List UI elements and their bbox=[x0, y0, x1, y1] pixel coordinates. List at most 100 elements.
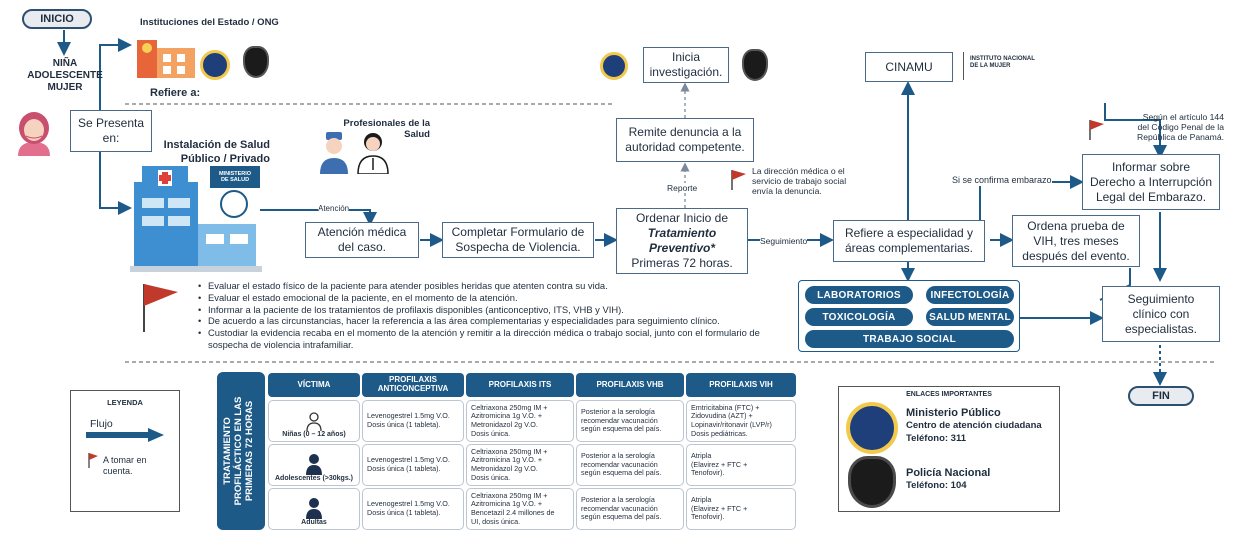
start-label: INICIO bbox=[40, 13, 74, 25]
vih-cell: Atripla (Elavirez + FTC + Tenofovir). bbox=[686, 444, 796, 486]
article-note: Según el artículo 144 del Código Penal d… bbox=[1137, 112, 1224, 143]
instruction-item: De acuerdo a las circunstancias, hacer l… bbox=[198, 315, 788, 327]
victim-label: Adultas bbox=[301, 519, 327, 526]
institute-label: INSTITUTO NACIONAL DE LA MUJER bbox=[970, 56, 1035, 70]
contraceptive-cell: Levenogestrel 1.5mg V.O. Dosis única (1 … bbox=[362, 444, 464, 486]
doctor-icon bbox=[357, 133, 389, 174]
hiv-test-box: Ordena prueba de VIH, tres meses después… bbox=[1012, 215, 1140, 267]
header-vih: PROFILAXIS VIH bbox=[686, 373, 796, 397]
pn-name: Policía Nacional bbox=[906, 467, 991, 479]
cinamu-text: CINAMU bbox=[885, 59, 933, 74]
header-victim: VÍCTIMA bbox=[268, 373, 360, 397]
denounce-box: Remite denuncia a la autoridad competent… bbox=[616, 118, 754, 162]
legend-flow-label: Flujo bbox=[90, 418, 113, 430]
mp-phone: Teléfono: 311 bbox=[906, 433, 967, 444]
victim-cell: Adolescentes (>30kgs.) bbox=[268, 444, 360, 486]
cinamu-box: CINAMU bbox=[865, 52, 953, 82]
inform-rights-box: Informar sobre Derecho a Interrupción Le… bbox=[1082, 154, 1220, 210]
area-toxicologia: TOXICOLOGÍA bbox=[805, 308, 913, 326]
area-trabajo-social: TRABAJO SOCIAL bbox=[805, 330, 1014, 348]
attention-box-text: Atención médica del caso. bbox=[317, 225, 407, 254]
child-icon bbox=[306, 412, 322, 431]
victim-cell: Adultas bbox=[268, 488, 360, 530]
presents-box: Se Presenta en: bbox=[70, 110, 152, 152]
policia-nacional-seal-icon bbox=[243, 46, 269, 78]
order-line1: Ordenar Inicio de bbox=[635, 211, 729, 225]
followup-connector-label: Seguimiento bbox=[760, 236, 808, 247]
pn-seal-icon bbox=[848, 456, 896, 508]
vhb-cell: Posterior a la serología recomendar vacu… bbox=[576, 400, 684, 442]
attention-box: Atención médica del caso. bbox=[305, 222, 419, 258]
clinical-followup-text: Seguimiento clínico con especialistas. bbox=[1124, 291, 1198, 336]
vhb-cell: Posterior a la serología recomendar vacu… bbox=[576, 488, 684, 530]
investigation-text: Inicia investigación. bbox=[649, 50, 723, 79]
inform-rights-text: Informar sobre Derecho a Interrupción Le… bbox=[1089, 159, 1213, 204]
denounce-text: Remite denuncia a la autoridad competent… bbox=[625, 125, 745, 154]
ministerio-publico-seal-icon bbox=[200, 50, 230, 80]
legend-box bbox=[70, 390, 180, 512]
legend-arrow-icon bbox=[86, 428, 164, 442]
hiv-test-text: Ordena prueba de VIH, tres meses después… bbox=[1022, 218, 1130, 263]
its-cell: Celtriaxona 250mg IM + Azitromicina 1g V… bbox=[466, 444, 574, 486]
nurse-icon bbox=[320, 132, 348, 174]
instructions-list: Evaluar el estado físico de la paciente … bbox=[198, 280, 788, 351]
direction-note: La dirección médica o el servicio de tra… bbox=[752, 166, 847, 196]
health-facility-label: Instalación de Salud Público / Privado bbox=[163, 139, 270, 166]
government-building-icon bbox=[137, 40, 195, 78]
victim-label: Niñas (0 – 12 años) bbox=[282, 431, 346, 438]
area-salud-mental: SALUD MENTAL bbox=[926, 308, 1014, 326]
end-node: FIN bbox=[1128, 386, 1194, 406]
cinamu-divider bbox=[963, 52, 964, 80]
legend-flag-icon bbox=[88, 453, 98, 468]
contraceptive-cell: Levenogestrel 1.5mg V.O. Dosis única (1 … bbox=[362, 400, 464, 442]
order-line3: Preventivo* bbox=[648, 241, 716, 255]
adult-icon bbox=[306, 498, 322, 519]
mp-seal-icon bbox=[846, 402, 898, 454]
pn-phone: Teléfono: 104 bbox=[906, 480, 967, 491]
investigation-police-seal-icon bbox=[742, 49, 768, 81]
instruction-item: Evaluar el estado físico de la paciente … bbox=[198, 280, 788, 292]
instruction-item: Custodiar la evidencia recaba en el mome… bbox=[198, 327, 788, 351]
violence-form-box: Completar Formulario de Sospecha de Viol… bbox=[442, 222, 594, 258]
its-cell: Celtriaxona 250mg IM + Azitromicina 1g V… bbox=[466, 488, 574, 530]
ministry-seal-icon bbox=[220, 190, 248, 218]
instruction-item: Evaluar el estado emocional de la pacien… bbox=[198, 292, 788, 304]
if-pregnant-label: Si se confirma embarazo bbox=[952, 175, 1052, 186]
ministry-badge-text: MINISTERIO DE SALUD bbox=[218, 170, 252, 183]
legend-title: LEYENDA bbox=[107, 398, 143, 407]
important-links-title: ENLACES IMPORTANTES bbox=[906, 391, 992, 398]
hospital-building-icon bbox=[130, 166, 262, 272]
order-line4: Primeras 72 horas. bbox=[631, 256, 733, 270]
victim-cell: Niñas (0 – 12 años) bbox=[268, 400, 360, 442]
refer-specialty-box: Refiere a especialidad y áreas complemen… bbox=[833, 220, 985, 262]
treatment-side-panel bbox=[217, 372, 265, 530]
vih-cell: Atripla (Elavirez + FTC + Tenofovir). bbox=[686, 488, 796, 530]
mp-name: Ministerio Público bbox=[906, 407, 1001, 419]
start-node: INICIO bbox=[22, 9, 92, 29]
instruction-item: Informar a la paciente de los tratamient… bbox=[198, 304, 788, 316]
ministry-badge: MINISTERIO DE SALUD bbox=[210, 166, 260, 188]
vih-cell: Emtricitabina (FTC) + Zidovudina (AZT) +… bbox=[686, 400, 796, 442]
presents-label: Se Presenta en: bbox=[77, 116, 145, 145]
area-laboratorios: LABORATORIOS bbox=[805, 286, 913, 304]
order-line2: Tratamiento bbox=[647, 226, 717, 240]
refer-specialty-text: Refiere a especialidad y áreas complemen… bbox=[844, 226, 974, 255]
clinical-followup-box: Seguimiento clínico con especialistas. bbox=[1102, 286, 1220, 342]
adolescent-icon bbox=[306, 454, 322, 475]
investigation-mp-seal-icon bbox=[600, 52, 628, 80]
mp-line2: Centro de atención ciudadana bbox=[906, 420, 1042, 431]
violence-form-text: Completar Formulario de Sospecha de Viol… bbox=[451, 225, 585, 254]
header-contraceptive: PROFILAXIS ANTICONCEPTIVA bbox=[362, 373, 464, 397]
flag-icon bbox=[731, 170, 746, 190]
investigation-box: Inicia investigación. bbox=[643, 47, 729, 83]
preventive-treatment-box: Ordenar Inicio de Tratamiento Preventivo… bbox=[616, 208, 748, 274]
professionals-label: Profesionales de la Salud bbox=[343, 118, 430, 141]
victim-label: Adolescentes (>30kgs.) bbox=[274, 475, 353, 482]
legend-note-label: A tomar en cuenta. bbox=[103, 455, 147, 476]
header-vhb: PROFILAXIS VHB bbox=[576, 373, 684, 397]
its-cell: Celtriaxona 250mg IM + Azitromicina 1g V… bbox=[466, 400, 574, 442]
flag-icon-article bbox=[1089, 120, 1104, 140]
woman-avatar-icon bbox=[18, 112, 50, 156]
vhb-cell: Posterior a la serología recomendar vacu… bbox=[576, 444, 684, 486]
contraceptive-cell: Levenogestrel 1.5mg V.O. Dosis única (1 … bbox=[362, 488, 464, 530]
